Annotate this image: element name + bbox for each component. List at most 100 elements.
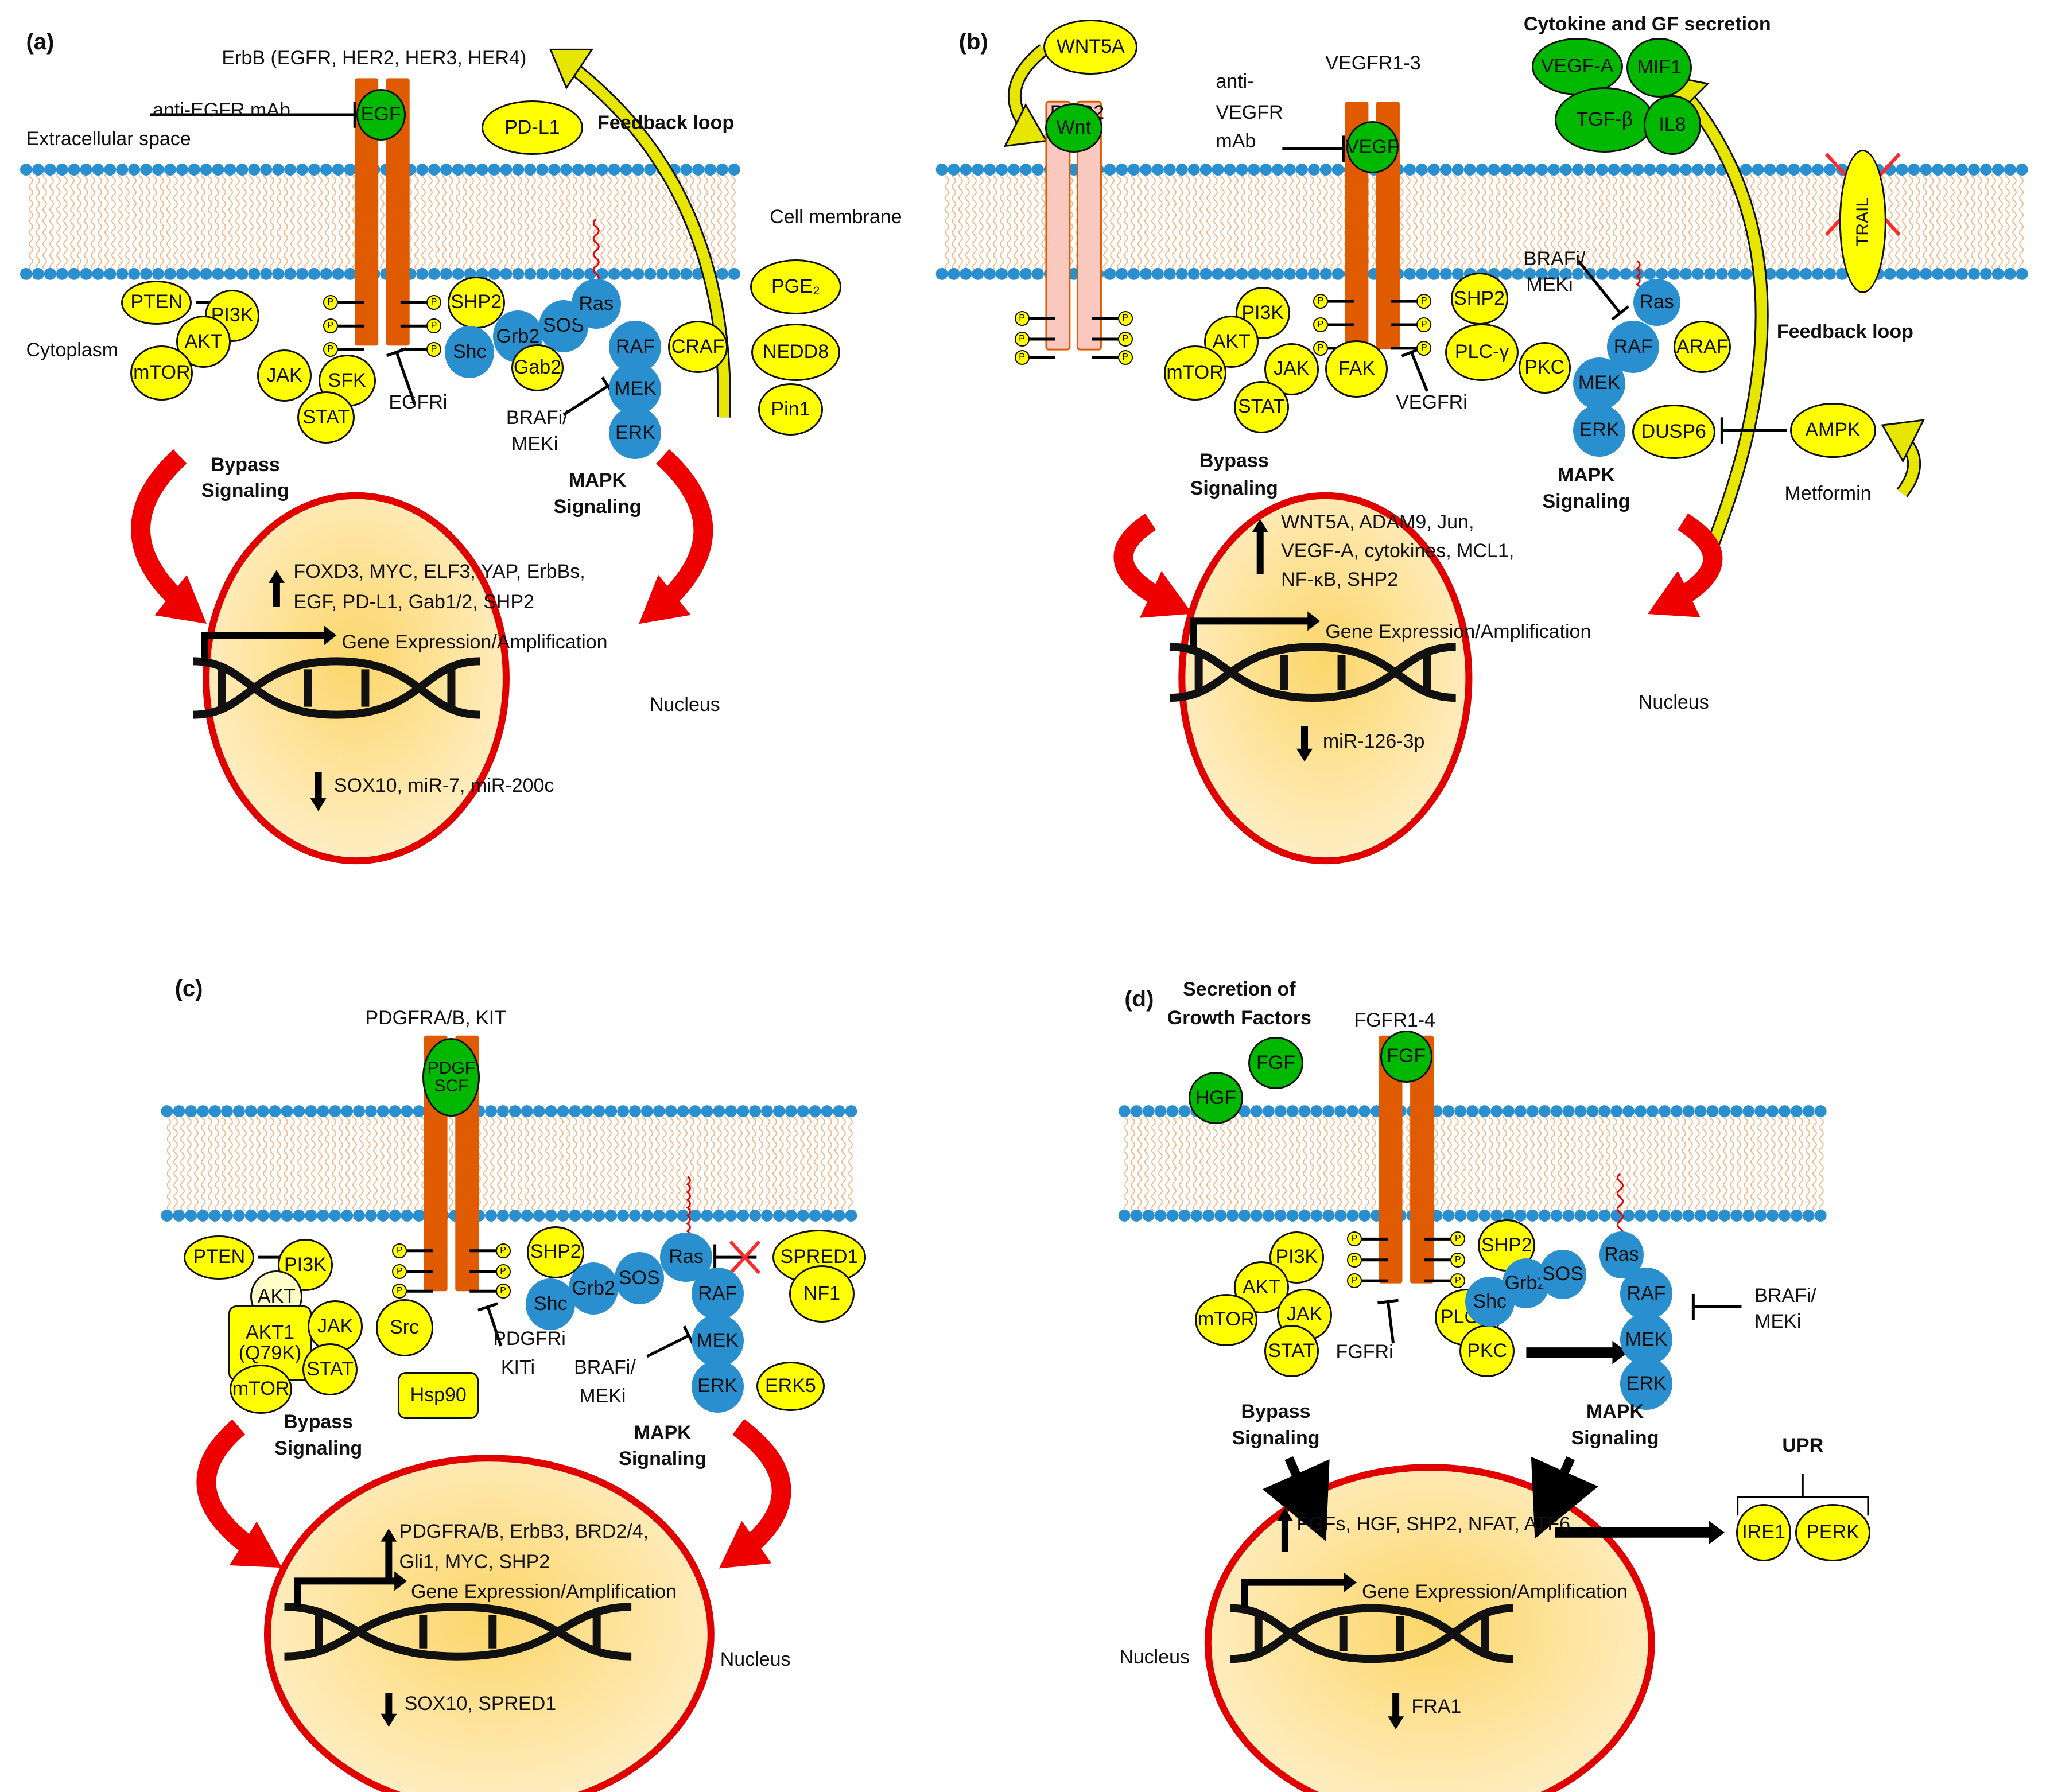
node-shp2: SHP2	[447, 276, 505, 329]
lipid-head	[677, 1209, 689, 1222]
lipid-head	[632, 267, 645, 280]
lipid-head	[1583, 164, 1596, 176]
lipid-head	[821, 1105, 833, 1118]
red-curved-arrow	[131, 449, 200, 621]
nucleus-label: Nucleus	[1119, 1646, 1190, 1668]
lipid-head	[728, 164, 740, 176]
lipid-head	[440, 267, 452, 280]
mapk-label: MAPK	[634, 1421, 692, 1444]
lipid-head	[305, 1209, 317, 1222]
phosphate-icon: P	[426, 295, 442, 310]
lipid-head	[1274, 1105, 1287, 1118]
lipid-head	[845, 1209, 857, 1222]
lipid-head	[1514, 1209, 1527, 1222]
lipid-head	[173, 1105, 185, 1118]
node-stat: STAT	[297, 391, 355, 444]
phosphate-icon: P	[1416, 340, 1432, 356]
lipid-head	[161, 1209, 173, 1222]
lipid-head	[1727, 267, 1740, 280]
lipid-head	[984, 267, 996, 280]
lipid-head	[725, 1105, 737, 1118]
lipid-head	[797, 1105, 809, 1118]
phosphate-icon: P	[1313, 294, 1329, 309]
lipid-head	[533, 1209, 545, 1222]
lipid-head	[1884, 267, 1896, 280]
lipid-head	[185, 1105, 197, 1118]
lipid-head	[1404, 267, 1416, 280]
lipid-head	[1104, 267, 1116, 280]
lipid-head	[332, 164, 344, 176]
dna-strand	[284, 1603, 632, 1661]
lipid-head	[1538, 1105, 1551, 1118]
lipid-head	[1632, 267, 1644, 280]
lipid-head	[1632, 164, 1644, 176]
node-jak: JAK	[257, 349, 312, 402]
antibody-label: anti-EGFR mAb	[152, 99, 290, 121]
lipid-head	[1512, 267, 1524, 280]
lipid-head	[476, 164, 488, 176]
lipid-tails	[1124, 1115, 1824, 1211]
inhibition-line	[486, 1306, 503, 1347]
lipid-head	[1404, 164, 1416, 176]
lipid-head	[1836, 267, 1848, 280]
lipid-head	[1718, 1209, 1731, 1222]
downregulated-genes: SOX10, miR-7, miR-200c	[333, 775, 554, 797]
lipid-head	[1550, 1105, 1563, 1118]
lipid-head	[332, 267, 344, 280]
down-arrowhead	[310, 798, 327, 811]
lipid-head	[548, 164, 561, 176]
lipid-head	[1991, 164, 2004, 176]
mapk-label: MAPK	[1557, 464, 1616, 487]
lipid-head	[1463, 164, 1476, 176]
lipid-head	[1526, 1105, 1539, 1118]
lipid-head	[1776, 267, 1788, 280]
mapk-label: Signaling	[619, 1448, 707, 1470]
panel-letter-c: (c)	[174, 976, 203, 1002]
upregulated-genes: WNT5A, ADAM9, Jun,	[1281, 511, 1474, 534]
lipid-head	[1586, 1209, 1599, 1222]
dna-strand	[193, 657, 480, 719]
mapk-label: MAPK	[568, 469, 627, 492]
lipid-head	[833, 1209, 845, 1222]
lipid-head	[1956, 267, 1969, 280]
inhibition-line	[1410, 351, 1428, 392]
lipid-head	[296, 267, 308, 280]
inhibitor-vegfri: VEGFRi	[1396, 391, 1467, 413]
node-wnt5a: WNT5A	[1043, 20, 1138, 75]
lipid-head	[1788, 267, 1800, 280]
inhibition-bar	[1611, 305, 1629, 321]
lipid-head	[653, 1209, 665, 1222]
node-mtor: mTOR	[1195, 1293, 1258, 1346]
lipid-head	[1008, 164, 1020, 176]
membrane-label: Cell membrane	[770, 206, 902, 228]
promoter-arrow	[1241, 1579, 1345, 1608]
lipid-head	[960, 267, 972, 280]
lipid-head	[1682, 1105, 1695, 1118]
phosphate-icon: P	[1313, 340, 1329, 356]
lipid-head	[1118, 1209, 1131, 1222]
lipid-head	[948, 164, 960, 176]
phosphate-icon: P	[392, 1243, 407, 1258]
lipid-head	[1298, 1209, 1311, 1222]
lipid-head	[221, 1209, 233, 1222]
inhibition-line	[395, 351, 417, 405]
lipid-head	[1790, 1209, 1803, 1222]
lipid-head	[935, 267, 948, 280]
lipid-head	[152, 164, 164, 176]
receptor-chain	[355, 78, 379, 346]
promoter-arrowhead	[1307, 611, 1321, 631]
upregulated-genes: VEGF-A, cytokines, MCL1,	[1281, 540, 1515, 562]
lipid-head	[725, 1209, 737, 1222]
lipid-head	[1250, 1209, 1263, 1222]
lipid-head	[1740, 164, 1752, 176]
mapk-label: MAPK	[1586, 1401, 1644, 1423]
lipid-head	[1956, 164, 1969, 176]
lipid-head	[629, 1209, 641, 1222]
phosphate-icon: P	[495, 1264, 511, 1280]
lipid-head	[620, 164, 632, 176]
lipid-head	[1331, 267, 1344, 280]
phosphate-icon: P	[426, 342, 442, 357]
lipid-head	[1322, 1105, 1335, 1118]
red-curved-arrow	[196, 1419, 273, 1567]
lipid-head	[1199, 164, 1212, 176]
